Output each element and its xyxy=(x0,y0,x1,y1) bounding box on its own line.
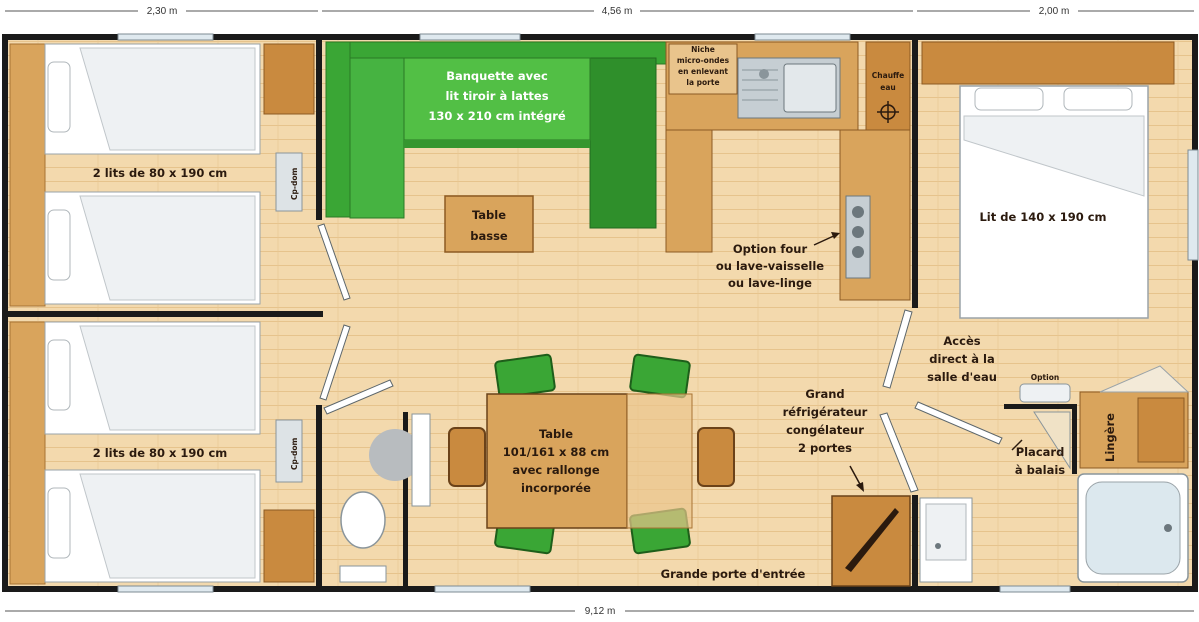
dim-total-length: 9,12 m xyxy=(585,606,616,617)
banquette xyxy=(325,41,667,229)
outer-walls xyxy=(2,34,1198,592)
broom-closet-label-2: à balais xyxy=(1015,463,1065,477)
banquette-label-3: 130 x 210 cm intégré xyxy=(428,109,566,123)
dining-table xyxy=(486,393,628,529)
dining-table-label-1: Table xyxy=(539,427,573,441)
bath-access-label-1: Accès xyxy=(943,334,980,348)
banquette-label-2: lit tiroir à lattes xyxy=(445,89,548,103)
banquette-label-1: Banquette avec xyxy=(446,69,548,83)
fridge xyxy=(831,495,911,587)
dining-table-extension xyxy=(626,393,693,529)
bedroom-top-beds-label: 2 lits de 80 x 190 cm xyxy=(93,166,228,180)
dining-table-label-3: avec rallonge xyxy=(512,463,600,477)
sink xyxy=(737,57,841,119)
microwave-label-2: micro-ondes xyxy=(677,56,730,65)
wc xyxy=(339,413,431,583)
master-bedroom xyxy=(921,41,1175,319)
microwave-label-1: Niche xyxy=(691,45,715,54)
interior-walls xyxy=(8,38,1077,588)
dim-right-width: 2,00 m xyxy=(1039,6,1070,17)
water-heater-icon xyxy=(877,101,899,123)
bath-access-label-3: salle d'eau xyxy=(927,370,997,384)
coffee-table-label-1: Table xyxy=(472,208,506,222)
doors xyxy=(317,223,1003,493)
oven-option-label-2: ou lave-vaisselle xyxy=(716,259,824,273)
linen-cupboard xyxy=(1079,365,1190,469)
bedroom-bottom-beds-label: 2 lits de 80 x 190 cm xyxy=(93,446,228,460)
bathtub xyxy=(1077,473,1189,583)
windows xyxy=(117,33,1199,593)
fridge-label-1: Grand xyxy=(805,387,844,401)
option-cabinet xyxy=(1019,383,1071,403)
dining-table-label-4: incorporée xyxy=(521,481,591,495)
fridge-arrow-icon xyxy=(849,465,864,492)
dim-center-width: 4,56 m xyxy=(602,6,633,17)
dining-table-label-2: 101/161 x 88 cm xyxy=(503,445,609,459)
bath-access-label-2: direct à la xyxy=(929,352,994,366)
cooktop xyxy=(845,195,871,279)
linen-label: Lingère xyxy=(1103,413,1117,462)
dimension-lines: 2,30 m 4,56 m 2,00 m 9,12 m xyxy=(5,4,1194,617)
coffee-table xyxy=(444,195,534,253)
water-heater-label-1: Chauffe xyxy=(872,71,904,80)
microwave-label-4: la porte xyxy=(686,78,719,87)
washbasin xyxy=(919,497,973,583)
bedroom-top xyxy=(9,43,315,307)
oven-option-label-1: Option four xyxy=(733,242,808,256)
oven-option-label-3: ou lave-linge xyxy=(728,276,812,290)
coffee-table-label-2: basse xyxy=(470,229,508,243)
water-heater-label-2: eau xyxy=(880,83,896,92)
option-label: Option xyxy=(1031,373,1059,382)
fridge-label-2: réfrigérateur xyxy=(783,405,868,419)
fridge-label-3: congélateur xyxy=(786,423,864,437)
broom-closet-label-1: Placard xyxy=(1016,445,1065,459)
broom-closet xyxy=(1011,411,1071,470)
microwave-niche xyxy=(668,43,738,95)
dim-left-width: 2,30 m xyxy=(147,6,178,17)
bedroom-bottom-closet-label: Cp-dom xyxy=(290,437,299,470)
oven-arrow-icon xyxy=(813,232,840,246)
entrance-label: Grande porte d'entrée xyxy=(661,567,806,581)
fridge-label-4: 2 portes xyxy=(798,441,852,455)
bedroom-bottom xyxy=(9,321,315,585)
master-bed-label: Lit de 140 x 190 cm xyxy=(979,210,1106,224)
bedroom-top-closet-label: Cp-dom xyxy=(290,167,299,200)
microwave-label-3: en enlevant xyxy=(678,67,728,76)
